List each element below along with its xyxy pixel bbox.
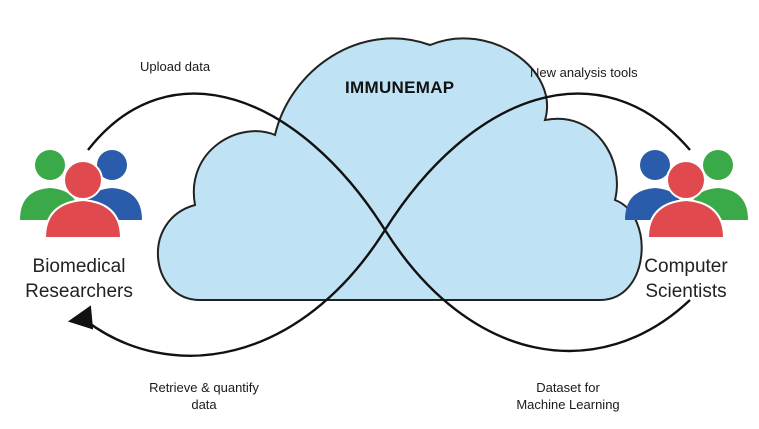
left-group-line1: Biomedical	[32, 256, 126, 277]
group-label-computer-scientists: Computer Scientists	[616, 254, 756, 304]
diagram-title: IMMUNEMAP	[345, 78, 455, 97]
group-label-biomedical-researchers: Biomedical Researchers	[4, 254, 154, 304]
label-retrieve-line1: Retrieve & quantify	[149, 380, 259, 395]
label-new-analysis-tools: New analysis tools	[530, 65, 638, 80]
cloud-icon	[157, 37, 643, 301]
label-retrieve-line2: data	[191, 397, 217, 412]
label-dataset-line1: Dataset for	[536, 380, 600, 395]
arrow-head-icon	[67, 305, 94, 330]
people-group-icon	[625, 150, 748, 239]
people-group-icon	[20, 150, 142, 239]
right-group-line1: Computer	[644, 256, 728, 277]
label-dataset-line2: Machine Learning	[516, 397, 620, 412]
label-retrieve-quantify: Retrieve & quantify data	[138, 379, 270, 413]
right-group-line2: Scientists	[645, 281, 727, 302]
flow-loop-return	[84, 92, 691, 357]
left-group-line2: Researchers	[25, 281, 133, 302]
label-dataset-ml: Dataset for Machine Learning	[505, 379, 631, 413]
label-upload-data: Upload data	[140, 59, 211, 74]
